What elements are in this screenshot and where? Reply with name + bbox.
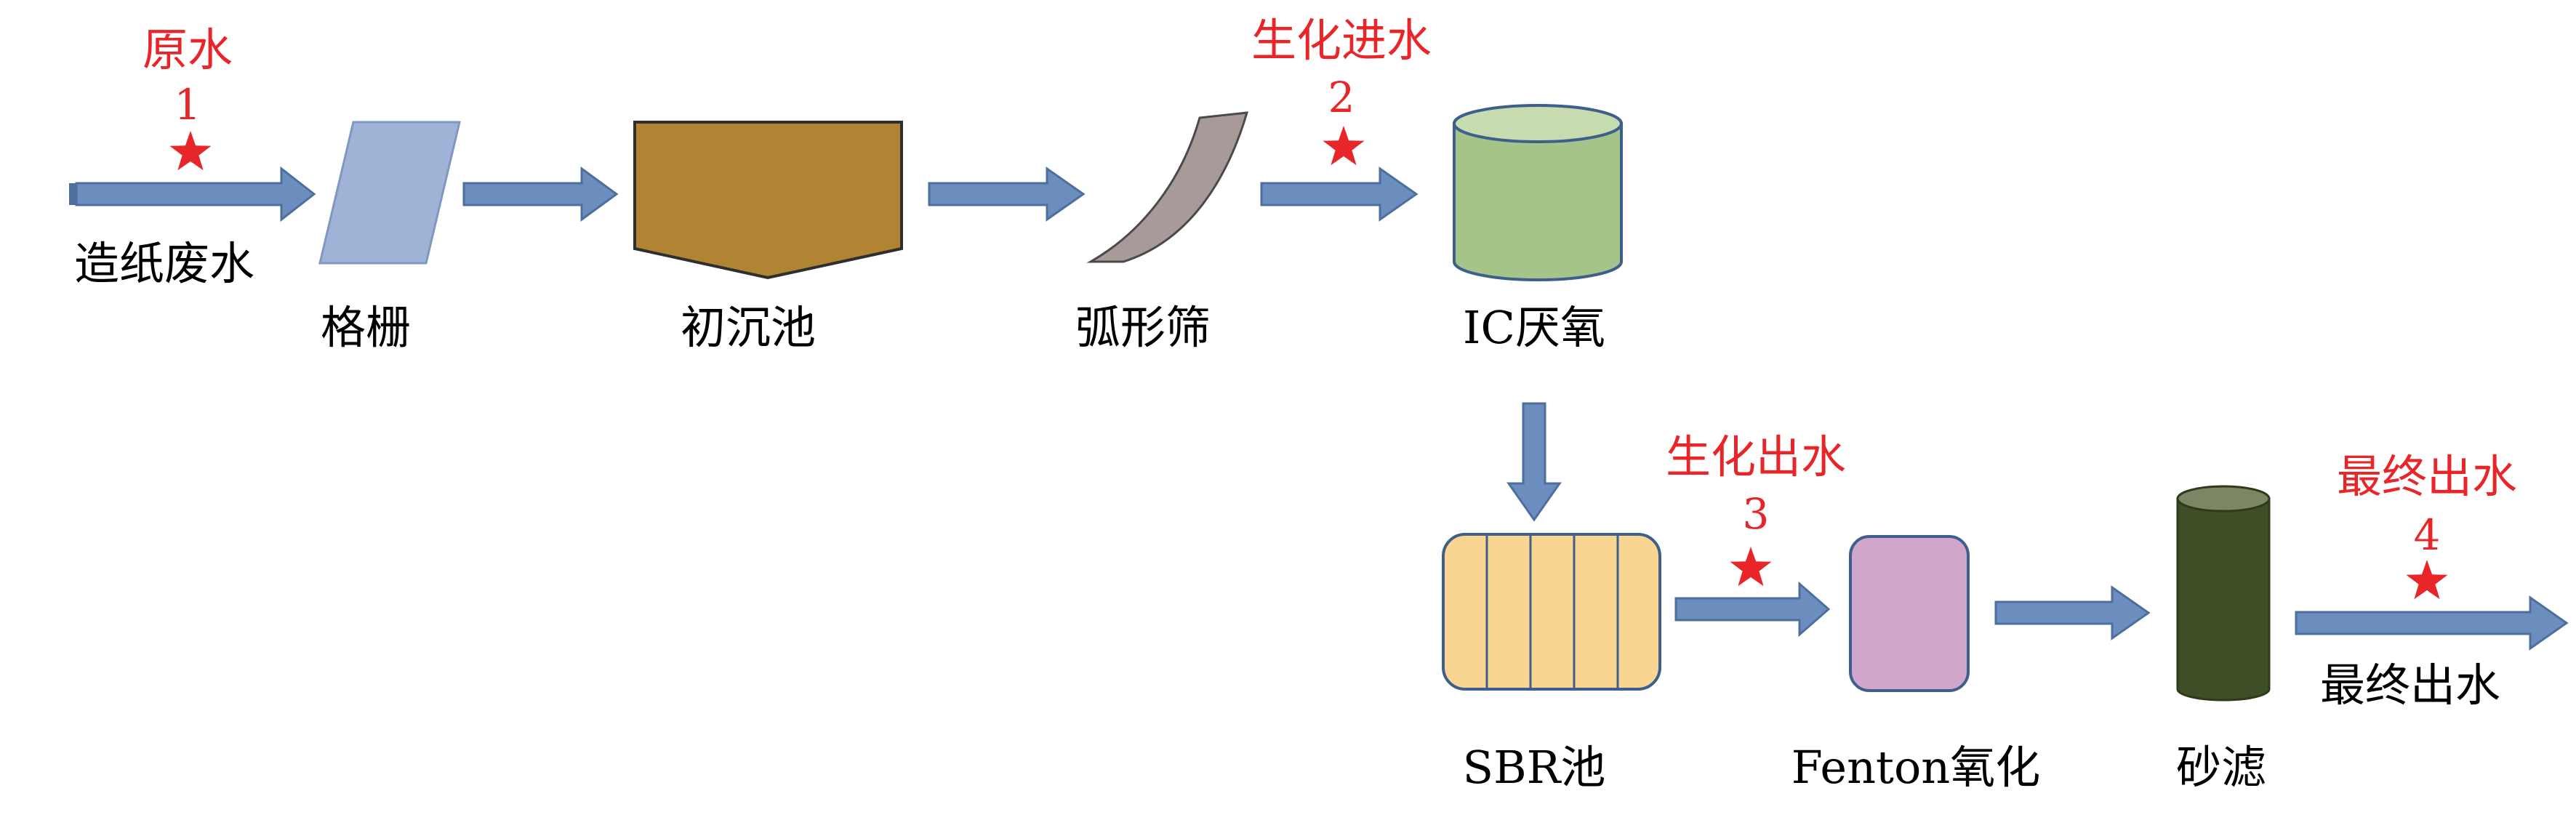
label-fenton-oxidation: Fenton氧化 [1791, 741, 2041, 794]
sampling-label-2: 生化进水 [1251, 14, 1432, 67]
sampling-star-1 [169, 131, 212, 171]
flow-arrow-arcscreen-to-ic [1260, 166, 1419, 222]
flow-arrow-sbr-to-fenton [1674, 581, 1831, 638]
sampling-number-2: 2 [1328, 73, 1355, 122]
sampling-label-4: 最终出水 [2336, 450, 2518, 503]
label-ic-anaerobic: IC厌氧 [1463, 301, 1605, 354]
sand-filter-shape [2176, 485, 2271, 702]
flow-arrow-wastewater-to-grille [69, 166, 316, 222]
grille-shape [318, 121, 461, 265]
sampling-label-1: 原水 [142, 23, 233, 76]
flow-arrow-ic-to-sbr [1506, 402, 1562, 522]
arc-screen-shape [1086, 111, 1249, 263]
label-primary-clarifier: 初沉池 [680, 301, 816, 354]
sampling-star-3 [1730, 547, 1772, 587]
flow-arrow-clarifier-to-arcscreen [928, 166, 1086, 222]
sampling-star-4 [2406, 560, 2448, 600]
flow-arrow-sandfilter-to-outlet [2295, 595, 2569, 651]
label-final-effluent: 最终出水 [2319, 659, 2501, 712]
sampling-number-3: 3 [1742, 489, 1770, 539]
label-grille: 格栅 [320, 301, 412, 354]
label-arc-screen: 弧形筛 [1075, 301, 1211, 354]
sbr-tank-shape [1442, 533, 1661, 691]
label-sbr-tank: SBR池 [1462, 741, 1606, 794]
flow-arrow-grille-to-clarifier [462, 166, 619, 222]
sampling-number-1: 1 [174, 80, 201, 129]
label-paper-wastewater: 造纸废水 [74, 237, 255, 290]
flow-arrow-fenton-to-sandfilter [1994, 585, 2151, 640]
sampling-star-2 [1323, 126, 1365, 166]
primary-clarifier-shape [633, 121, 903, 280]
ic-reactor-shape [1453, 104, 1623, 281]
label-sand-filter: 砂滤 [2175, 741, 2267, 794]
sampling-label-3: 生化出水 [1665, 430, 1847, 483]
sampling-number-4: 4 [2413, 510, 2441, 560]
fenton-tank-shape [1849, 535, 1970, 692]
